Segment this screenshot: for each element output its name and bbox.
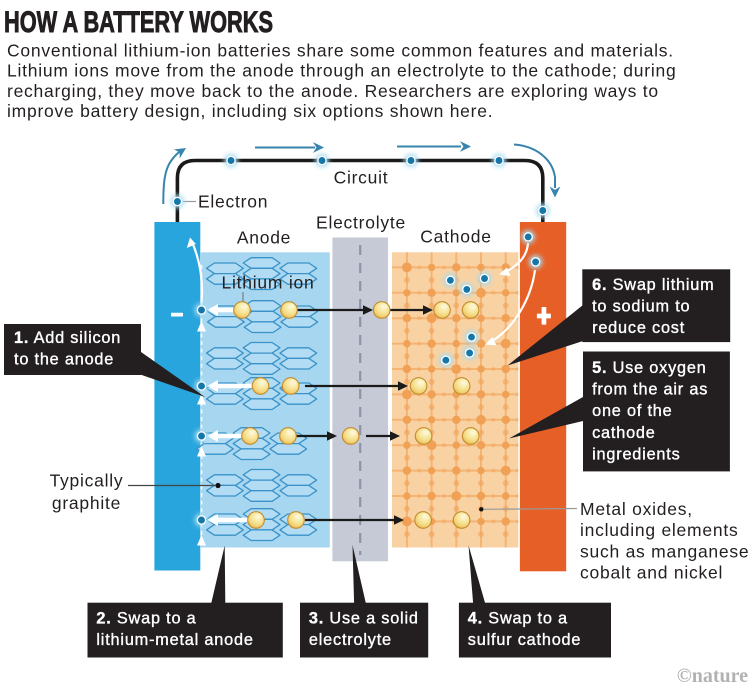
svg-text:Cathode: Cathode [420,227,491,247]
svg-text:4. Swap to a: 4. Swap to a [468,610,568,628]
svg-text:Metal oxides,: Metal oxides, [580,499,693,519]
svg-text:to sodium to: to sodium to [592,298,690,316]
svg-text:Lithium ion: Lithium ion [222,273,315,293]
svg-text:Lithium ions move from the ano: Lithium ions move from the anode through… [7,61,676,81]
svg-text:Electrolyte: Electrolyte [316,213,406,233]
svg-text:Anode: Anode [237,228,291,248]
svg-text:5. Use oxygen: 5. Use oxygen [592,359,707,377]
svg-text:cobalt and nickel: cobalt and nickel [580,563,723,583]
svg-text:3. Use a solid: 3. Use a solid [309,610,419,628]
svg-text:from the air as: from the air as [592,381,708,399]
svg-text:reduce cost: reduce cost [592,319,685,337]
svg-text:lithium-metal anode: lithium-metal anode [96,631,253,649]
svg-text:including elements: including elements [580,520,738,540]
svg-text:one of the: one of the [592,402,672,420]
svg-text:such as manganese,: such as manganese, [580,541,751,561]
svg-text:cathode: cathode [592,424,656,442]
svg-text:improve battery design, includ: improve battery design, including six op… [7,101,493,121]
svg-text:1. Add silicon: 1. Add silicon [14,329,121,347]
svg-text:Circuit: Circuit [334,168,389,188]
svg-text:Electron: Electron [198,192,268,212]
svg-text:HOW A BATTERY WORKS: HOW A BATTERY WORKS [4,6,273,39]
svg-text:graphite: graphite [52,493,121,513]
svg-text:electrolyte: electrolyte [309,631,392,649]
svg-text:to the anode: to the anode [14,351,114,369]
svg-text:Conventional lithium-ion batte: Conventional lithium-ion batteries share… [7,41,674,61]
svg-text:ingredients: ingredients [592,445,680,463]
svg-text:recharging, they move back to: recharging, they move back to the anode.… [7,81,659,101]
svg-text:©nature: ©nature [677,665,748,687]
svg-text:6. Swap lithium: 6. Swap lithium [592,276,714,294]
svg-text:sulfur cathode: sulfur cathode [468,631,581,649]
svg-text:Typically: Typically [50,471,124,491]
svg-text:2. Swap to a: 2. Swap to a [96,610,196,628]
